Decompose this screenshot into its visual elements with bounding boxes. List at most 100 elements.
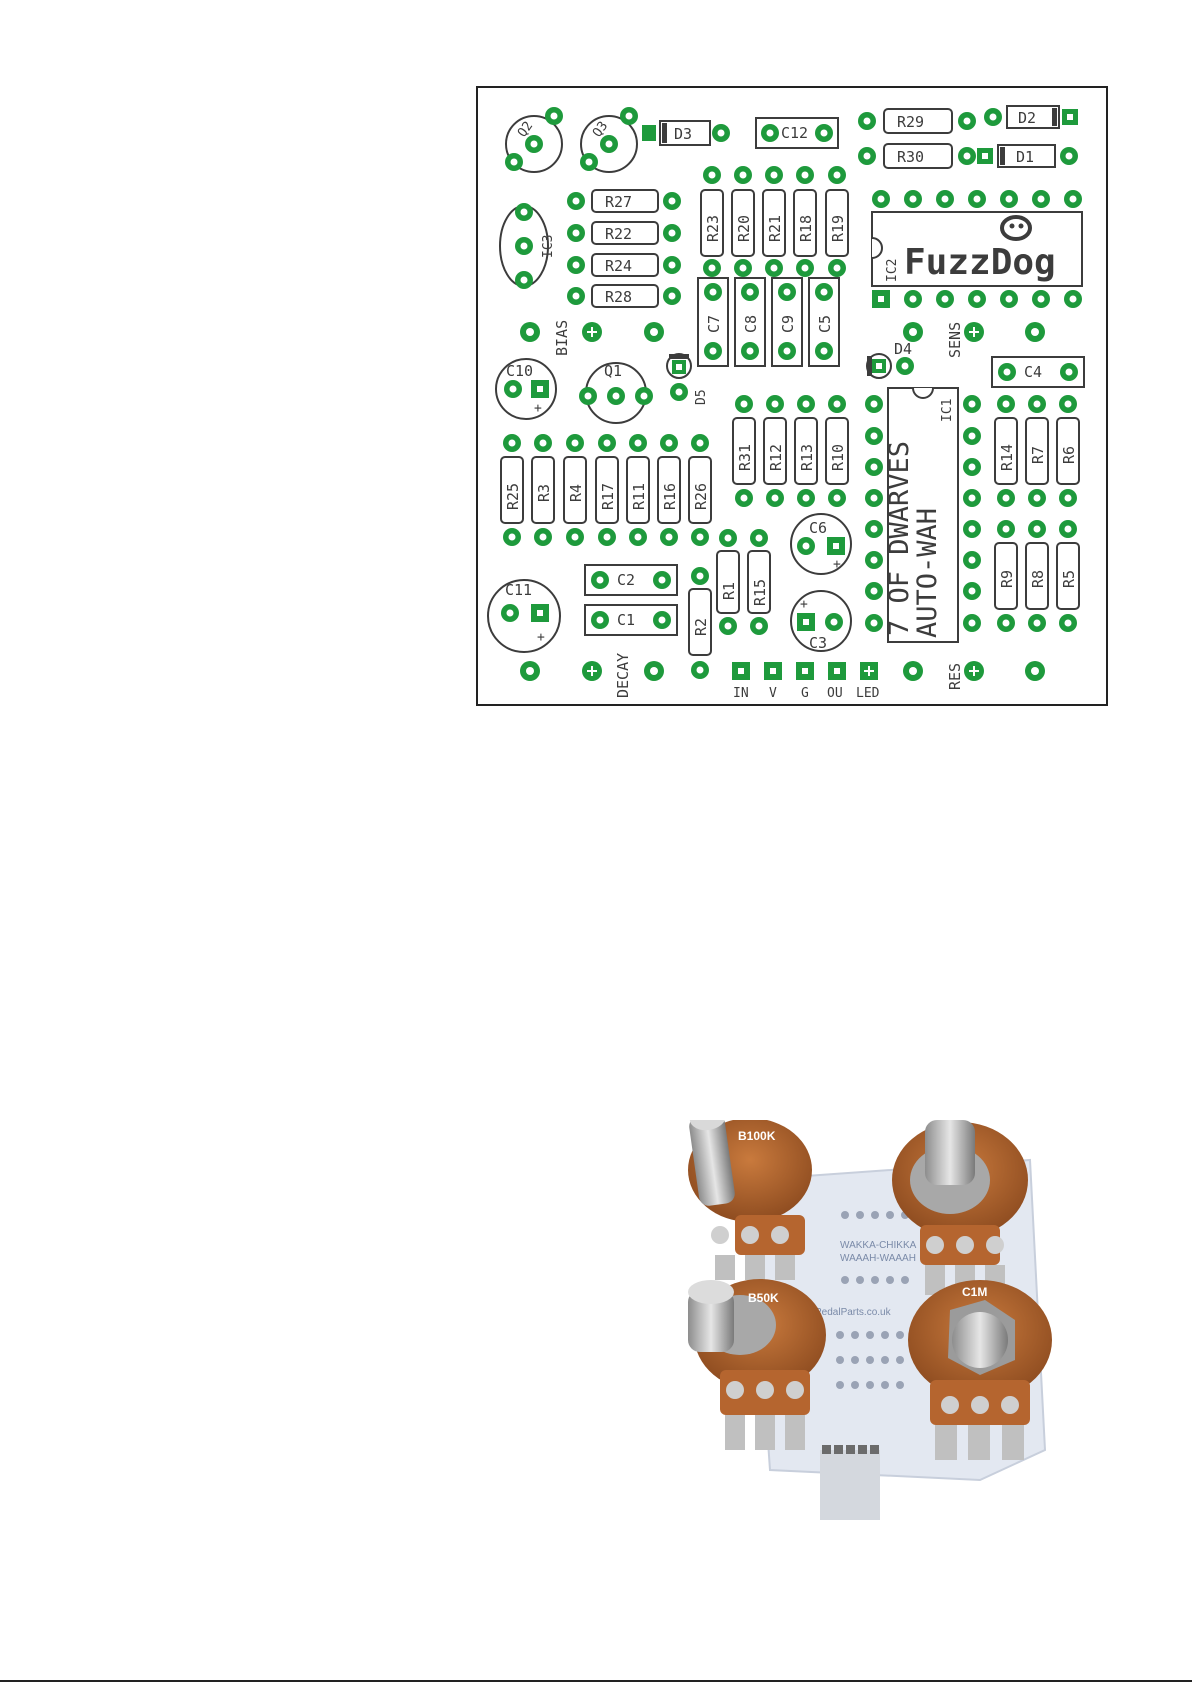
resistor-r2: R2	[688, 567, 712, 679]
resistor-r12: R12	[763, 395, 787, 507]
svg-text:R9: R9	[998, 570, 1016, 588]
resistor-r20: R20	[731, 166, 755, 277]
transistor-q2: Q2	[505, 107, 563, 173]
board-text-2: WAAAH-WAAAH	[840, 1253, 916, 1264]
io-label-g: G	[801, 686, 809, 701]
film-cap-c5: C5	[808, 277, 840, 367]
resistor-r27: R27	[567, 189, 681, 213]
board-text-1: WAKKA-CHIKKA	[840, 1240, 917, 1251]
svg-text:R13: R13	[798, 444, 816, 471]
resistor-r6: R6	[1056, 395, 1080, 507]
label-ic1: IC1	[940, 399, 955, 422]
label-r19: R19	[829, 215, 847, 242]
label-r23: R23	[704, 215, 722, 242]
svg-text:R7: R7	[1029, 446, 1047, 464]
page-bottom-rule	[0, 1680, 1192, 1682]
label-d2: D2	[1018, 109, 1036, 127]
diode-d3: D3	[642, 120, 730, 146]
svg-text:FuzzDog: FuzzDog	[904, 242, 1056, 283]
label-r22: R22	[605, 225, 632, 243]
diode-d2: D2	[984, 105, 1078, 129]
svg-text:R14: R14	[998, 444, 1016, 471]
title-line-1: 7 OF DWARVES	[884, 441, 915, 636]
label-c7: C7	[705, 315, 723, 333]
electrolytic-cap-c3: C3 +	[790, 590, 852, 652]
transistor-q3: Q3	[580, 107, 638, 173]
ic2: IC2 FuzzDog	[871, 190, 1083, 308]
diode-d1: D1	[977, 144, 1078, 168]
label-decay: DECAY	[614, 653, 632, 698]
label-c12: C12	[781, 124, 808, 142]
label-res: RES	[946, 663, 964, 690]
io-label-v: V	[769, 686, 777, 701]
label-ic2: IC2	[885, 259, 900, 282]
svg-text:R31: R31	[736, 444, 754, 471]
label-bias: BIAS	[553, 320, 571, 356]
pot-b50k: B50K	[688, 1279, 826, 1450]
resistor-r28: R28	[567, 284, 681, 308]
svg-text:R3: R3	[535, 484, 553, 502]
label-r29: R29	[897, 113, 924, 131]
resistor-r13: R13	[794, 395, 818, 507]
label-r21: R21	[766, 215, 784, 242]
resistor-r11: R11	[626, 434, 650, 546]
pot-bias-pads: BIAS	[520, 320, 664, 356]
resistor-r9: R9	[994, 520, 1018, 632]
svg-text:R5: R5	[1060, 570, 1078, 588]
film-cap-c8: C8	[734, 277, 766, 367]
diode-d4: D4	[866, 340, 914, 379]
resistor-r1: R1	[716, 529, 740, 635]
label-r24: R24	[605, 257, 632, 275]
label-d4: D4	[894, 340, 912, 358]
svg-text:R4: R4	[567, 484, 585, 502]
film-cap-c9: C9	[771, 277, 803, 367]
svg-text:R17: R17	[599, 483, 617, 510]
label-sens: SENS	[946, 322, 964, 358]
svg-text:R1: R1	[720, 582, 738, 600]
film-cap-c2: C2	[584, 564, 678, 596]
resistor-r18: R18	[793, 166, 817, 277]
resistor-r23: R23	[700, 166, 724, 277]
resistor-r15: R15	[747, 529, 771, 635]
resistor-bank-left: R25 R3 R4 R17 R11	[500, 434, 712, 546]
pot-board-photo: WAKKA-CHIKKA WAAAH-WAAAH PedalParts.co.u…	[680, 1120, 1120, 1580]
pot-decay-pads: DECAY	[520, 653, 664, 698]
resistor-r7: R7	[1025, 395, 1049, 507]
io-label-led: LED	[856, 686, 880, 701]
pot-c1m: C1M	[908, 1280, 1052, 1460]
svg-text:C3: C3	[809, 634, 827, 652]
label-r30: R30	[897, 148, 924, 166]
ribbon-cable	[820, 1450, 880, 1520]
svg-text:R26: R26	[692, 483, 710, 510]
resistor-r16: R16	[657, 434, 681, 546]
resistor-r14: R14	[994, 395, 1018, 507]
ic3: IC3	[499, 203, 556, 289]
svg-text:R6: R6	[1060, 446, 1078, 464]
io-header: IN V G OU LED	[732, 662, 880, 701]
pcb-layout-diagram: Q2 Q3 D3 C12 R29 R30 D2	[476, 86, 1108, 706]
svg-text:R25: R25	[504, 483, 522, 510]
label-r18: R18	[797, 215, 815, 242]
label-r27: R27	[605, 193, 632, 211]
pot-label-b50k: B50K	[748, 1291, 779, 1305]
electrolytic-cap-c10: C10 +	[495, 358, 557, 420]
svg-text:R16: R16	[661, 483, 679, 510]
label-d1: D1	[1016, 148, 1034, 166]
label-q3: Q3	[590, 119, 611, 140]
svg-text:R2: R2	[692, 618, 710, 636]
pot-label-c1m: C1M	[962, 1285, 987, 1299]
svg-text:C11: C11	[505, 581, 532, 599]
ic1-pins	[865, 395, 981, 632]
ic1: IC1 7 OF DWARVES AUTO-WAH	[865, 387, 981, 643]
pot-label-b100k: B100K	[738, 1129, 776, 1143]
electrolytic-cap-c11: C11 +	[487, 579, 561, 653]
fuzzdog-logo: FuzzDog	[904, 215, 1056, 283]
pot-b100k: B100K	[688, 1120, 812, 1280]
io-label-in: IN	[733, 686, 749, 701]
label-q2: Q2	[515, 119, 536, 140]
svg-text:+: +	[537, 630, 545, 645]
board-url: PedalParts.co.uk	[815, 1307, 892, 1318]
film-cap-c4: C4	[991, 356, 1085, 388]
resistor-r24: R24	[567, 253, 681, 277]
io-label-ou: OU	[827, 686, 843, 701]
